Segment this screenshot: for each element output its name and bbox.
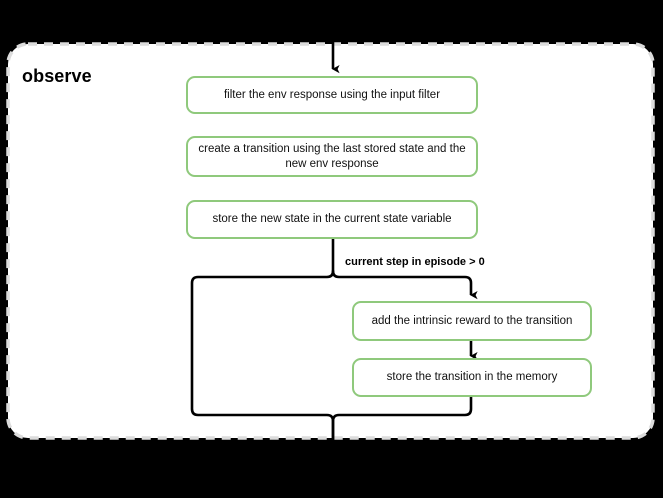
edge-bypass-left [190,269,335,446]
edge-merge-right [331,394,473,446]
node-store-transition-memory[interactable]: store the transition in the memory [352,358,592,397]
node-filter-env-response[interactable]: filter the env response using the input … [186,76,478,114]
node-add-intrinsic-reward[interactable]: add the intrinsic reward to the transiti… [352,301,592,341]
edge-conditional-right [331,270,478,300]
edge-label-current-step-condition: current step in episode > 0 [345,256,485,268]
node-store-new-state[interactable]: store the new state in the current state… [186,200,478,239]
group-title-observe: observe [22,66,92,86]
node-create-transition[interactable]: create a transition using the last store… [186,136,478,177]
